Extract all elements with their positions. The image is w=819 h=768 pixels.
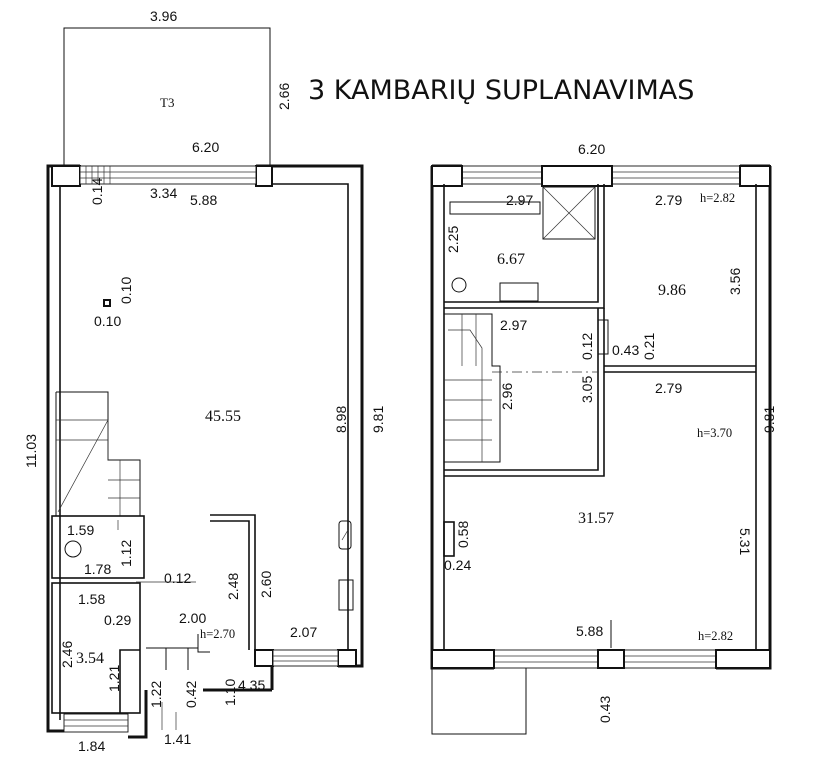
inner-width-dim: 5.88 <box>190 192 217 208</box>
terrace-depth-dim: 2.66 <box>276 83 292 110</box>
pier-width-dim: 0.24 <box>444 557 471 573</box>
plan-title: 3 KAMBARIŲ SUPLANAVIMAS <box>308 75 694 106</box>
hall-wall-thickness-dim: 0.12 <box>579 333 595 360</box>
entrance-offset-dim: 1.10 <box>222 679 238 706</box>
hall-depth-dim: 2.48 <box>225 573 241 600</box>
ground-floor-plan: T3 3.96 2.66 6.20 <box>23 8 386 754</box>
niche-depth-dim: 0.21 <box>641 333 657 360</box>
balcony-depth-dim: 0.43 <box>597 696 613 723</box>
upper-floor-walls <box>430 164 772 735</box>
stair-hall-width-dim: 2.97 <box>500 317 527 333</box>
storage-area: 3.54 <box>76 650 104 667</box>
porch-width-dim: 1.84 <box>78 738 105 754</box>
bedroom2-depth-dim: 5.31 <box>737 528 753 555</box>
niche-width-dim: 0.43 <box>612 342 639 358</box>
terrace: T3 3.96 2.66 6.20 <box>63 8 292 165</box>
entrance-step-dim: 0.42 <box>183 681 199 708</box>
upper-depth-dim: 9.81 <box>761 406 777 433</box>
hall-height-label: h=2.70 <box>200 627 235 641</box>
step-width-dim: 4.35 <box>238 677 265 693</box>
hall-width-dim: 2.00 <box>179 610 206 626</box>
wall-offset-dim: 0.14 <box>89 178 105 205</box>
ground-depth-dim: 9.81 <box>370 406 386 433</box>
bedroom1-height-label: h=2.82 <box>700 191 735 205</box>
storage-door-dim: 1.21 <box>106 665 122 692</box>
storage-offset-dim: 0.29 <box>104 612 131 628</box>
porch-depth-dim: 1.41 <box>164 731 191 747</box>
wc-width-dim: 1.59 <box>67 522 94 538</box>
bath-area: 6.67 <box>497 251 525 268</box>
window-width-dim: 3.34 <box>150 185 177 201</box>
entrance-depth-dim: 1.22 <box>148 681 164 708</box>
living-area: 45.55 <box>205 408 241 425</box>
storage-width-dim: 1.58 <box>78 591 105 607</box>
kitchen-depth-dim: 2.60 <box>258 571 274 598</box>
storage-depth-dim: 2.46 <box>59 641 75 668</box>
partition-thickness-dim: 0.12 <box>164 570 191 586</box>
ground-floor-walls <box>46 164 364 739</box>
bedroom1-area: 9.86 <box>658 282 686 299</box>
upper-width-dim: 6.20 <box>578 141 605 157</box>
column-size-h-dim: 0.10 <box>94 313 121 329</box>
column-size-v-dim: 0.10 <box>118 277 134 304</box>
bottom-width-dim: 5.88 <box>576 623 603 639</box>
living-depth-dim: 8.98 <box>333 406 349 433</box>
wc-outer-width-dim: 1.78 <box>84 561 111 577</box>
bath-width-dim: 2.97 <box>506 192 533 208</box>
upper-floor-plan: 6.20 2.97 2.25 6.67 2.79 h=2.82 9.86 3.5… <box>430 141 777 735</box>
bedroom2-width-dim: 2.79 <box>655 380 682 396</box>
bath-depth-dim: 2.25 <box>445 226 461 253</box>
bottom-height-label: h=2.82 <box>698 629 733 643</box>
bedroom2-area: 31.57 <box>578 510 614 527</box>
upper-hall-depth-dim: 3.05 <box>579 376 595 403</box>
outer-depth-dim: 11.03 <box>23 434 39 468</box>
pier-depth-dim: 0.58 <box>455 521 471 548</box>
bedroom1-depth-dim: 3.56 <box>727 268 743 295</box>
terrace-width-dim: 3.96 <box>150 8 177 24</box>
terrace-label: T3 <box>160 95 174 110</box>
bedroom2-height-label: h=3.70 <box>697 426 732 440</box>
stair-depth-dim: 2.96 <box>499 383 515 410</box>
bedroom1-width-dim: 2.79 <box>655 192 682 208</box>
ground-width-dim: 6.20 <box>192 139 219 155</box>
kitchen-width-dim: 2.07 <box>290 624 317 640</box>
wc-depth-dim: 1.12 <box>118 540 134 567</box>
